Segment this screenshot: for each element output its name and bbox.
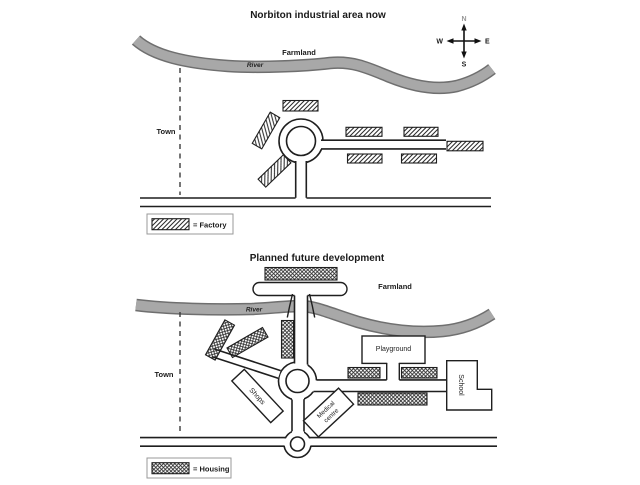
roundabout-future-inner — [285, 368, 310, 394]
factory-block — [403, 126, 439, 137]
river-now — [131, 35, 496, 95]
bridge-embankment — [308, 293, 316, 318]
factory-block — [251, 111, 281, 150]
east-road-fill — [300, 140, 446, 149]
housing — [204, 319, 438, 406]
compass-west-arrow — [446, 38, 454, 44]
housing-block — [204, 319, 236, 361]
factory-swatch — [151, 218, 190, 231]
northwest-road-line — [214, 348, 281, 372]
farmland-label-future: Farmland — [378, 282, 412, 291]
factory-block — [400, 153, 438, 164]
shops: Shops — [230, 368, 285, 424]
town-label-now: Town — [156, 127, 175, 136]
mini-roundabout-inner — [289, 436, 306, 452]
school-label: School — [457, 374, 464, 396]
housing-block — [347, 366, 381, 379]
factory-block — [346, 153, 383, 164]
town-label-future: Town — [154, 370, 173, 379]
northwest-road-fill — [211, 349, 281, 379]
map-now: Norbiton industrial area now Farmland Ri… — [131, 10, 496, 235]
factories — [251, 99, 484, 188]
compass-north-arrow — [461, 23, 467, 31]
roundabout-now — [278, 118, 446, 205]
river-now-water — [132, 36, 495, 93]
housing-block — [280, 319, 295, 359]
legend-now-label: = Factory — [193, 221, 227, 230]
playground: Playground — [361, 335, 426, 380]
roundabout-now-inner — [285, 125, 317, 157]
compass-north-label: N — [461, 16, 466, 23]
bridge-road — [286, 288, 316, 365]
factory-block — [345, 126, 383, 137]
factory-block — [282, 99, 319, 112]
housing-block — [357, 392, 428, 406]
shops-building — [230, 368, 285, 424]
compass-west-label: W — [436, 39, 443, 46]
bridge-embankment — [286, 293, 294, 318]
medical-centre-building — [302, 387, 355, 438]
east-road-fill — [297, 380, 447, 392]
map-future: Planned future development Farmland Town — [135, 253, 497, 479]
factory-block — [257, 154, 292, 188]
northwest-road-line — [211, 355, 279, 379]
compass-south-arrow — [461, 51, 467, 59]
river-label-future: River — [246, 307, 263, 314]
river-future-water — [135, 300, 495, 337]
medical-centre: Medical centre — [302, 387, 355, 438]
school: School — [446, 360, 493, 411]
river-label-now: River — [247, 62, 264, 69]
bridge-road-fill — [294, 288, 308, 365]
map-future-title: Planned future development — [250, 253, 385, 264]
legend-future-label: = Housing — [193, 465, 230, 474]
legend-future: = Housing — [146, 457, 232, 479]
compass-south-label: S — [462, 62, 467, 69]
main-road-now — [140, 197, 491, 208]
school-building — [446, 360, 493, 411]
playground-entrance-gap — [387, 361, 399, 366]
playground-label: Playground — [376, 346, 412, 353]
factory-block — [446, 140, 484, 152]
housing-block — [226, 326, 269, 359]
roundabout-future — [140, 295, 497, 459]
compass: N W E S — [436, 16, 490, 69]
river-future — [135, 298, 496, 339]
south-road-fill — [292, 381, 304, 431]
housing-swatch — [151, 462, 190, 475]
housing-block — [264, 266, 338, 281]
compass-east-arrow — [474, 38, 482, 44]
farmland-label-now: Farmland — [282, 48, 316, 57]
legend-now: = Factory — [146, 213, 234, 235]
housing-block — [400, 366, 438, 379]
south-road-fill — [295, 150, 307, 205]
compass-east-label: E — [485, 39, 490, 46]
map-now-title: Norbiton industrial area now — [250, 10, 386, 21]
